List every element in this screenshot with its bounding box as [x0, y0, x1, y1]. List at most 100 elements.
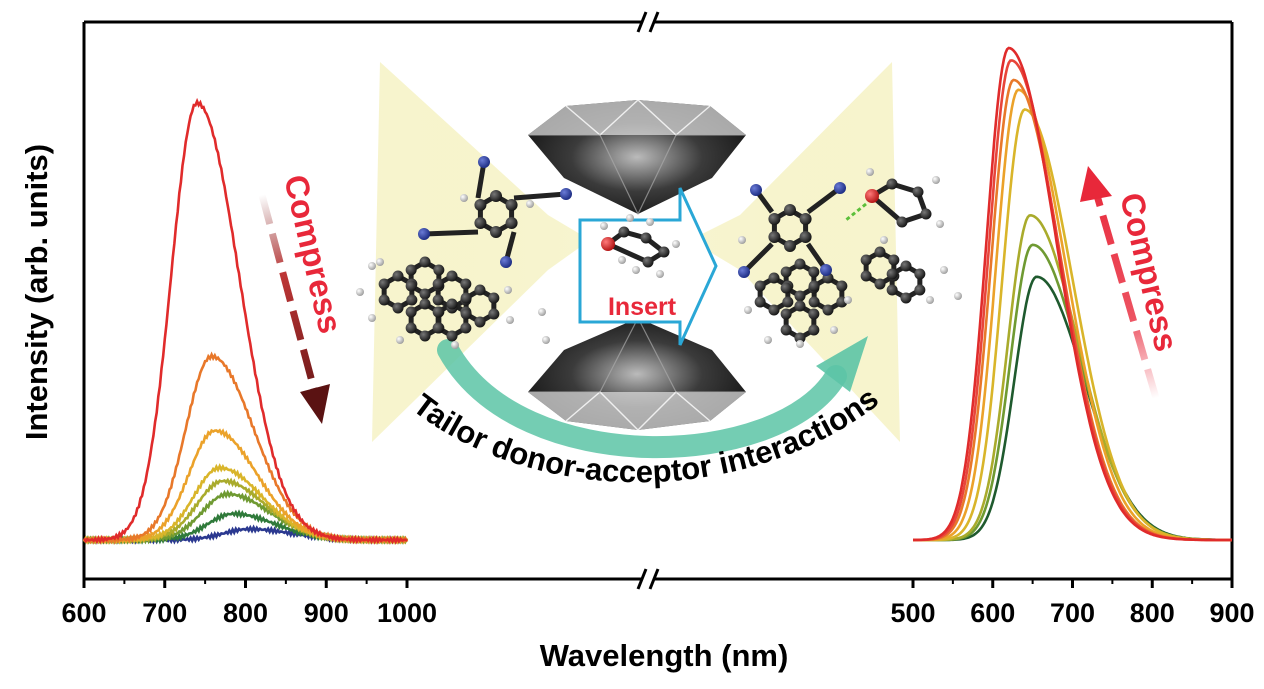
glow-right — [690, 62, 900, 442]
atom — [618, 256, 626, 264]
atom — [808, 266, 820, 278]
atom — [754, 296, 766, 308]
atom — [446, 330, 458, 342]
atom — [418, 228, 430, 240]
compress-label-right: Compress — [1113, 189, 1185, 355]
atom — [600, 222, 608, 230]
atom — [886, 178, 898, 190]
atom — [500, 256, 512, 268]
spectra — [82, 46, 1233, 545]
x-tick-label: 900 — [304, 598, 349, 628]
atom — [738, 266, 750, 278]
atom — [618, 226, 630, 238]
atom — [764, 336, 772, 344]
hydrogen-bond — [845, 202, 867, 222]
atom — [780, 266, 792, 278]
atom — [432, 294, 444, 306]
atom — [874, 246, 886, 258]
atom — [396, 336, 404, 344]
atom — [672, 240, 680, 248]
atom — [432, 278, 444, 290]
atom — [836, 280, 848, 292]
atom — [626, 214, 634, 222]
atom — [505, 217, 518, 229]
bond — [475, 161, 487, 199]
compress-arrow-left — [258, 194, 330, 424]
atom — [460, 292, 472, 304]
atom — [460, 194, 468, 202]
atom — [405, 264, 417, 276]
atom — [794, 258, 806, 270]
axis-break-bottom — [636, 568, 660, 590]
bond — [806, 186, 842, 214]
atom — [478, 156, 490, 168]
axis-break-top — [636, 11, 660, 33]
atom — [865, 189, 879, 203]
atom — [392, 270, 404, 282]
atom — [914, 268, 926, 280]
atom — [419, 298, 431, 310]
atom — [432, 306, 444, 318]
atom — [844, 296, 852, 304]
atom — [738, 236, 746, 244]
atom — [936, 220, 944, 228]
atom — [433, 264, 445, 276]
atom — [900, 260, 912, 272]
atom — [460, 308, 472, 320]
glow-left — [372, 62, 590, 442]
x-tick-label: 600 — [970, 598, 1015, 628]
atom — [405, 280, 417, 292]
spectrum-line-left-5 — [82, 489, 409, 545]
compress-arrow-right — [1080, 166, 1160, 399]
x-tick-label: 700 — [142, 598, 187, 628]
atom — [406, 294, 418, 306]
atom — [642, 256, 654, 268]
spectrum-line-left-4 — [83, 477, 409, 545]
atom — [808, 296, 820, 308]
atom — [405, 306, 417, 318]
atom — [538, 308, 546, 316]
y-axis-title: Intensity (arb. units) — [19, 144, 54, 440]
atom — [490, 226, 502, 238]
atom — [419, 256, 431, 268]
atom — [488, 292, 500, 304]
atom — [808, 308, 820, 320]
spectrum-line-right-0 — [913, 46, 1232, 542]
atom — [768, 272, 780, 284]
atom — [914, 284, 926, 296]
atom — [601, 237, 615, 251]
atom — [794, 332, 806, 344]
atom — [640, 232, 652, 244]
atom — [780, 282, 792, 294]
atom — [368, 262, 376, 270]
atom — [446, 298, 458, 310]
atom — [378, 278, 390, 290]
x-tick-label: 1000 — [377, 598, 437, 628]
atom — [784, 240, 796, 252]
bond — [606, 241, 650, 265]
atom — [886, 268, 898, 280]
atom — [920, 208, 932, 220]
atom — [866, 168, 874, 176]
atom — [912, 186, 924, 198]
atom — [830, 326, 838, 334]
bond — [742, 242, 774, 274]
atom — [768, 231, 781, 243]
plot-frame — [82, 20, 1234, 581]
atom — [451, 341, 459, 349]
atom — [560, 188, 572, 200]
diamond-anvil-bottom — [528, 316, 746, 431]
atom — [782, 296, 794, 308]
atom — [632, 266, 640, 274]
atom — [780, 308, 792, 320]
molecules — [356, 156, 962, 349]
atom — [888, 254, 900, 266]
atom — [488, 308, 500, 320]
atom — [896, 216, 908, 228]
atom — [432, 322, 444, 334]
insert-label: Insert — [608, 293, 677, 321]
x-tick-label: 800 — [1130, 598, 1175, 628]
atom — [392, 302, 404, 314]
atom — [474, 217, 487, 229]
atom — [658, 246, 670, 258]
